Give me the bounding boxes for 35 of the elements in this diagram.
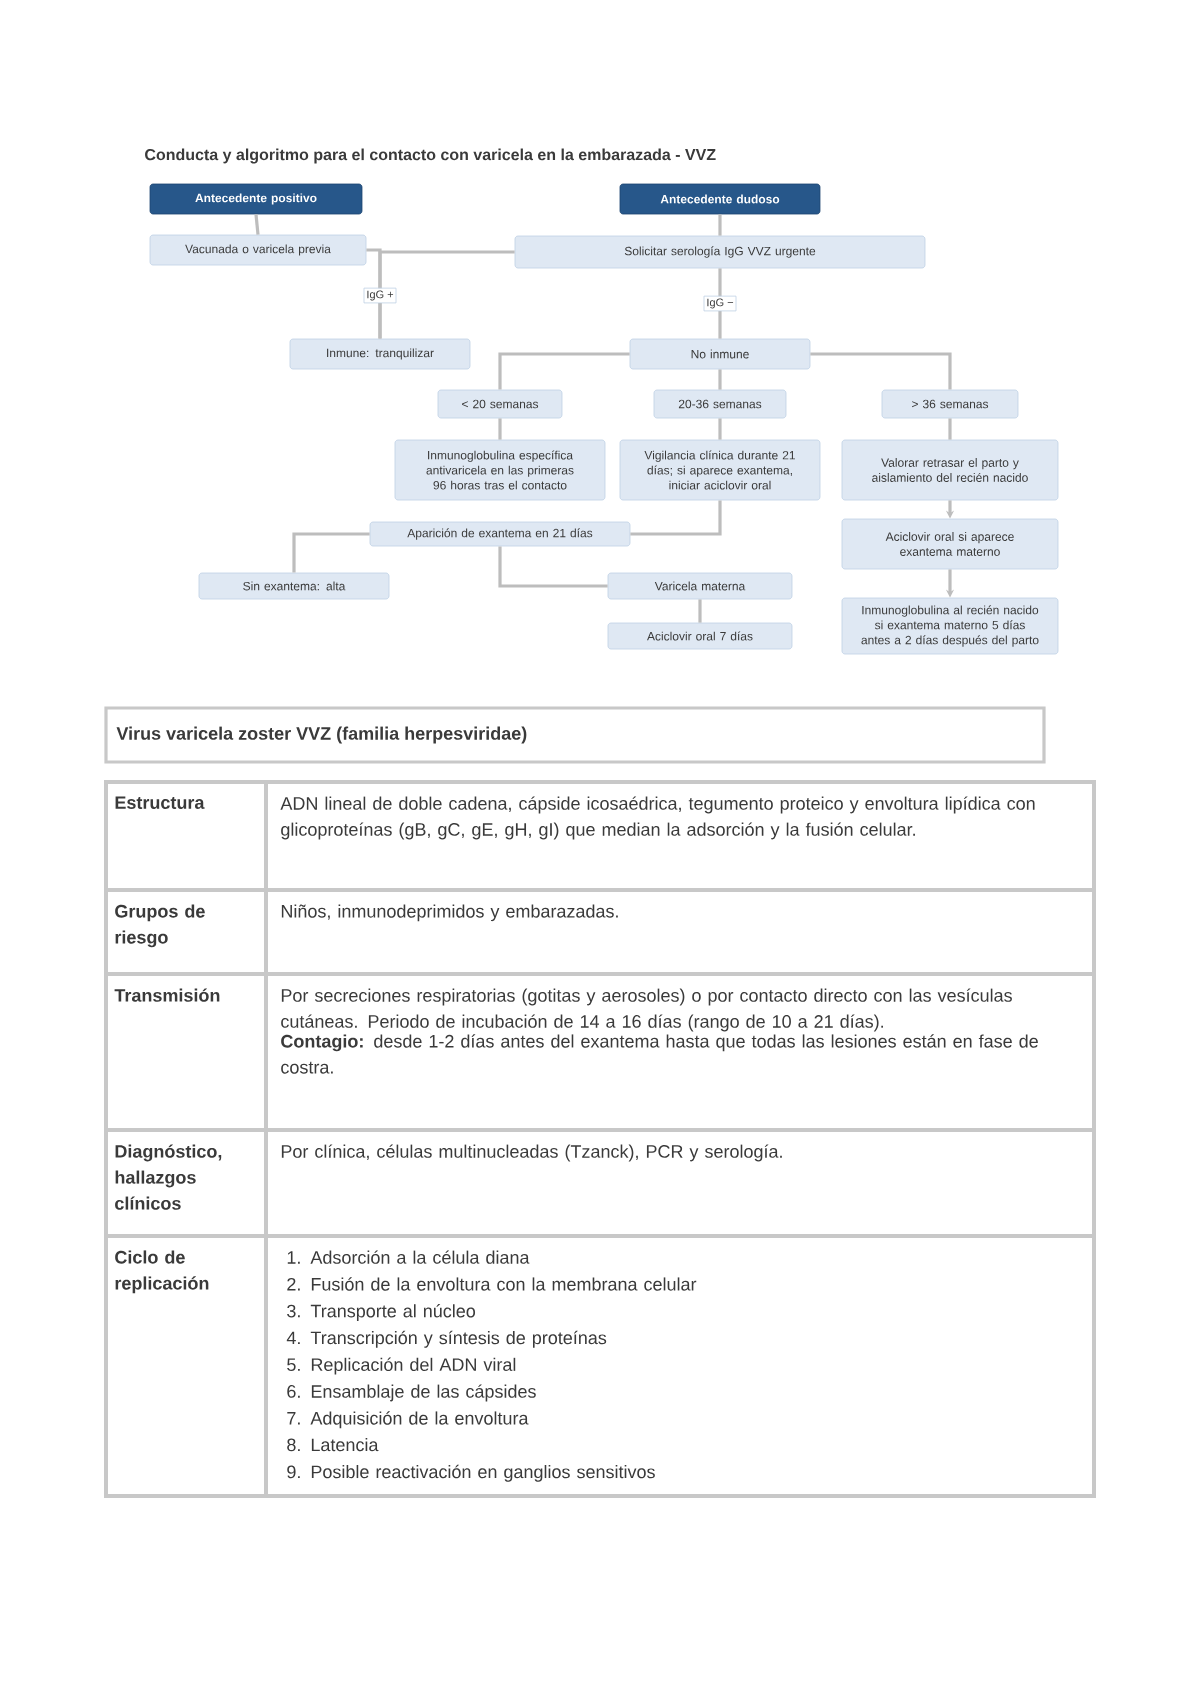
row-heading: Diagnóstico, hallazgos clínicos xyxy=(115,1144,222,1210)
row-heading: Transmisión xyxy=(114,988,220,1002)
row-heading: Estructura xyxy=(115,796,205,809)
list-item: 8. Latencia xyxy=(287,1438,379,1452)
connector-line xyxy=(718,214,722,236)
list-item: 6. Ensamblaje de las cápsides xyxy=(287,1384,536,1402)
body-text: Por secreciones respiratorias (gotitas y aerosoles) o por contacto directo con las vesículas cutáneas. Periodo de incubación de 14 a 16 días (rango de 10 a 21 días). xyxy=(281,988,1012,1032)
list-item: 2. Fusión de la envoltura con la membrana celular xyxy=(287,1277,697,1291)
body-text: Niños, inmunodeprimidos y embarazadas. xyxy=(281,904,618,922)
connector-line xyxy=(718,268,722,339)
connector-line xyxy=(378,250,515,339)
connector-line xyxy=(292,532,370,573)
connector-line xyxy=(254,214,260,235)
connector-line xyxy=(698,599,702,623)
row-heading: Ciclo de replicación xyxy=(115,1250,209,1294)
connector-line xyxy=(718,369,722,390)
connector-line xyxy=(718,418,722,440)
list-item: 3. Transporte al núcleo xyxy=(287,1304,476,1321)
list-item: 4. Transcripción y síntesis de proteínas xyxy=(286,1330,607,1348)
connector-line xyxy=(948,418,952,440)
diagram-title: Conducta y algoritmo para el contacto con varicela en la embarazada - VVZ xyxy=(145,148,716,164)
connector-line xyxy=(498,352,630,390)
list-item: 7. Adquisición de la envoltura xyxy=(287,1411,529,1429)
connector-line xyxy=(498,418,502,440)
body-text: Contagio: desde 1-2 días antes del exantema hasta que todas las lesiones están en fase de costra. xyxy=(281,1034,1038,1074)
list-item: 1. Adsorción a la célula diana xyxy=(287,1250,530,1264)
connector-line xyxy=(630,500,722,536)
connector-line xyxy=(810,352,952,390)
body-text: ADN lineal de doble cadena, cápside icosaédrica, tegumento proteico y envoltura lipídica con glicoproteínas (gB, gC, gE, gH, gI) que median la adsorción y la fusión celular. xyxy=(280,796,1035,840)
list-item: 9. Posible reactivación en ganglios sensitivos xyxy=(287,1464,655,1482)
row-heading: Grupos de riesgo xyxy=(115,904,205,948)
connector-line xyxy=(498,546,608,588)
list-item: 5. Replicación del ADN viral xyxy=(287,1357,516,1375)
table-heading: Virus varicela zoster VVZ (familia herpesviridae) xyxy=(104,706,1046,764)
body-text: Por clínica, células multinucleadas (Tzanck), PCR y serología. xyxy=(281,1144,782,1162)
